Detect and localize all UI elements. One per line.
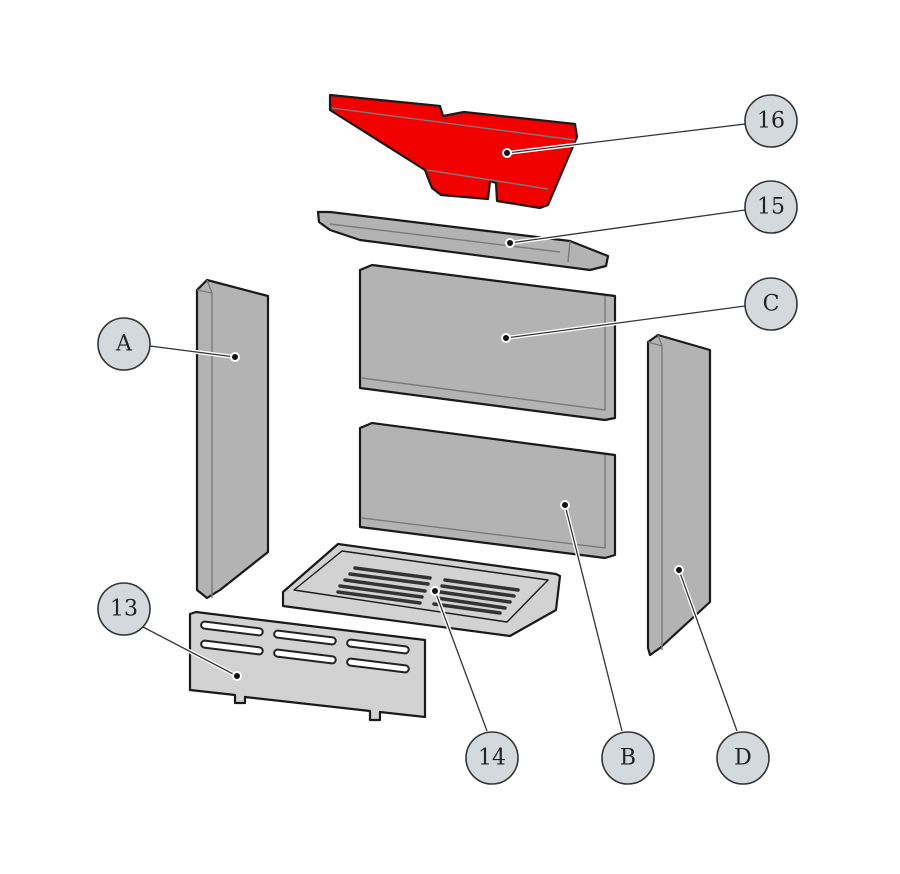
leader-lines bbox=[142, 122, 746, 732]
part-13-front-grille-plate[interactable] bbox=[188, 610, 427, 722]
part-15-top-brick[interactable] bbox=[316, 210, 610, 272]
callout-label: 14 bbox=[478, 746, 506, 771]
part-14-grate-tray[interactable] bbox=[281, 542, 562, 638]
callout-14[interactable]: 14 bbox=[465, 731, 519, 785]
callout-label: C bbox=[763, 292, 780, 317]
callout-15[interactable]: 15 bbox=[744, 180, 798, 234]
callout-label: 16 bbox=[757, 109, 785, 134]
part-a-left-side-brick[interactable] bbox=[195, 278, 270, 600]
callout-label: 13 bbox=[110, 597, 138, 622]
callout-label: A bbox=[115, 332, 133, 357]
callout-13[interactable]: 13 bbox=[97, 582, 151, 636]
callout-label: B bbox=[620, 746, 636, 771]
part-d-right-side-brick[interactable] bbox=[646, 333, 712, 657]
callout-label: 15 bbox=[757, 195, 785, 220]
callout-d[interactable]: D bbox=[716, 731, 770, 785]
callout-b[interactable]: B bbox=[601, 731, 655, 785]
part-16-baffle[interactable] bbox=[328, 93, 579, 210]
callout-16[interactable]: 16 bbox=[744, 94, 798, 148]
part-c-rear-upper-brick[interactable] bbox=[358, 263, 617, 422]
callout-label: D bbox=[734, 746, 752, 771]
callout-a[interactable]: A bbox=[97, 317, 151, 371]
callout-c[interactable]: C bbox=[744, 277, 798, 331]
part-b-rear-lower-brick[interactable] bbox=[358, 421, 617, 560]
